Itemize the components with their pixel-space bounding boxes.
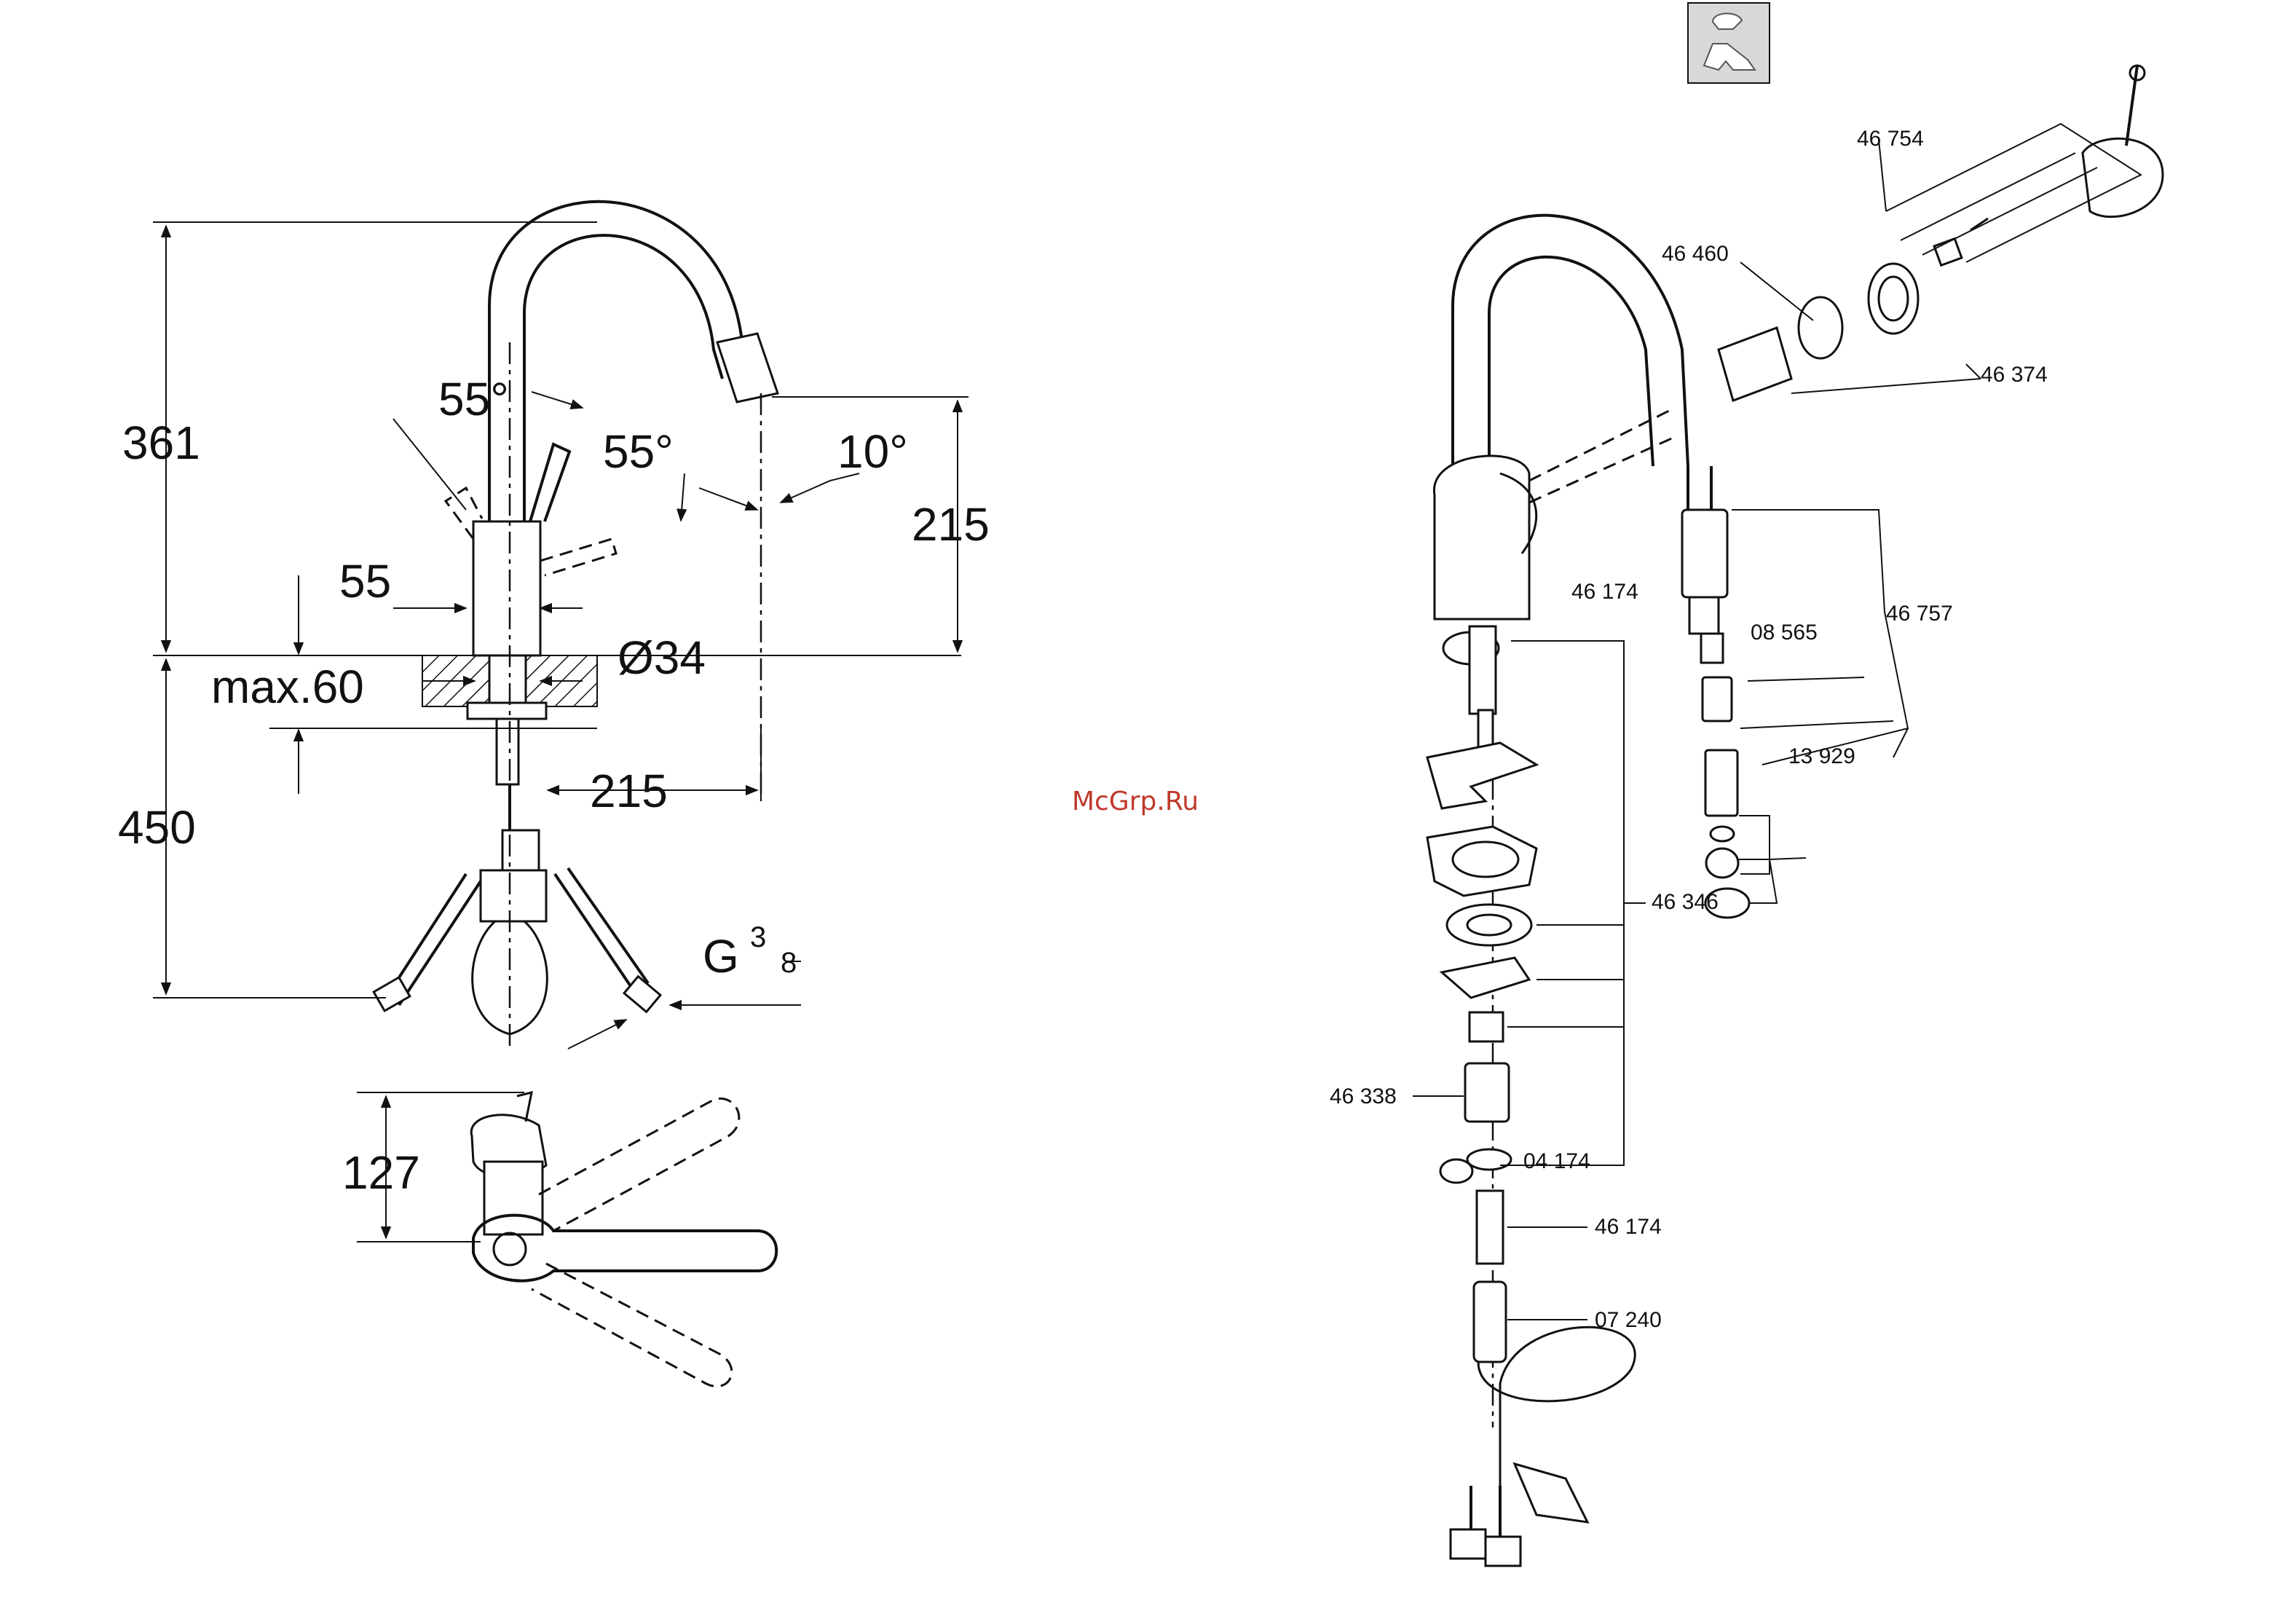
- dim-angle-left: 55°: [438, 373, 509, 425]
- part-label-46338: 46 338: [1330, 1084, 1397, 1108]
- dim-diameter: Ø34: [618, 631, 706, 684]
- dim-handle-offset: 55: [339, 555, 391, 607]
- dim-max-deck: max.60: [211, 661, 364, 713]
- dim-reach: 215: [590, 765, 668, 817]
- faucet-type-icon: [1688, 3, 1770, 83]
- part-label-46460: 46 460: [1662, 242, 1729, 266]
- dim-total-height: 361: [122, 417, 200, 469]
- part-label-46174-bottom: 46 174: [1595, 1215, 1662, 1239]
- part-label-46346: 46 346: [1652, 890, 1719, 914]
- part-label-08565: 08 565: [1751, 621, 1818, 645]
- dim-below-height: 450: [118, 801, 196, 854]
- dim-angle-right: 55°: [603, 425, 674, 478]
- dim-spout-height: 215: [912, 498, 990, 551]
- exploded-parts-view: 46 754 46 460 46 374 46 174 08 565 46 75…: [1330, 3, 2163, 1566]
- part-label-04174: 04 174: [1523, 1149, 1590, 1173]
- dim-angle-spout: 10°: [837, 425, 908, 478]
- side-elevation-view: 361 215 450 55° 55° 10° 55 max.60 Ø34 21…: [118, 202, 990, 1049]
- part-label-13929: 13 929: [1788, 744, 1855, 768]
- top-view: 127: [342, 1092, 776, 1387]
- dim-depth: 127: [342, 1146, 420, 1199]
- dim-thread-g: G: [703, 930, 739, 982]
- part-label-46754: 46 754: [1857, 127, 1924, 151]
- part-label-46757: 46 757: [1886, 602, 1953, 626]
- watermark: McGrp.Ru: [1072, 787, 1199, 816]
- part-label-46374: 46 374: [1981, 363, 2048, 387]
- part-label-46174-top: 46 174: [1571, 580, 1638, 604]
- dim-thread-num: 3: [750, 921, 766, 953]
- part-label-07240: 07 240: [1595, 1308, 1662, 1332]
- dim-thread-den: 8: [781, 947, 797, 979]
